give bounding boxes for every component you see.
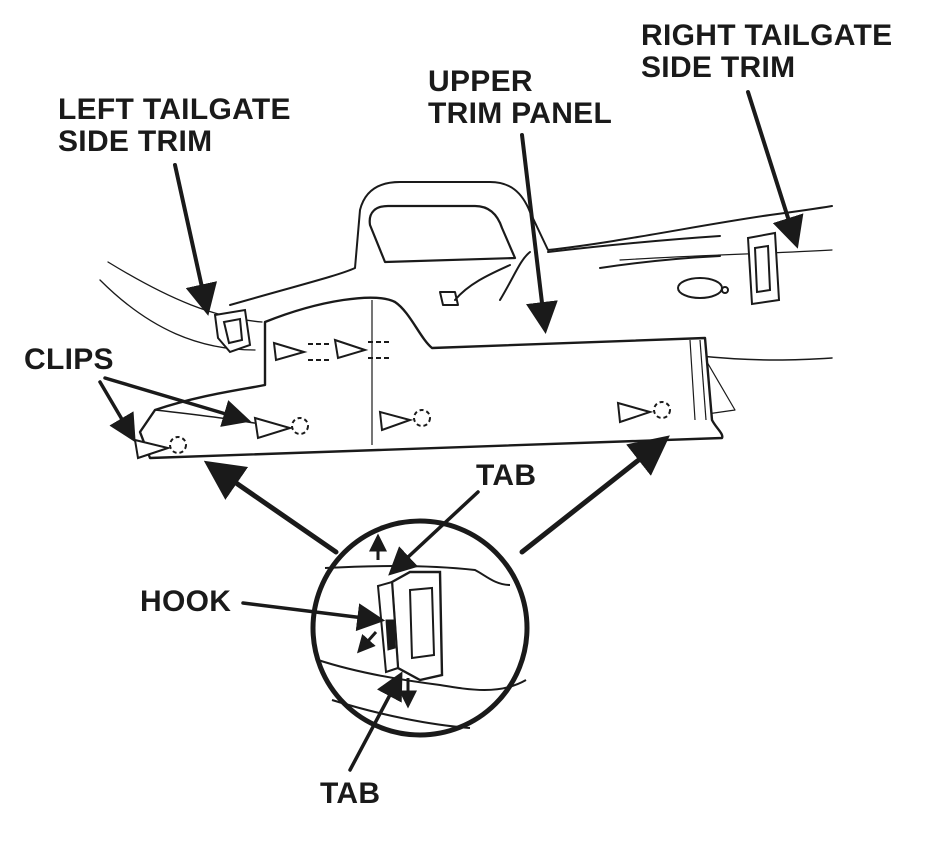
label-left-trim-line-2: SIDE TRIM: [58, 125, 213, 158]
tailgate-body: [99, 181, 833, 416]
arrow-tab-top: [388, 490, 480, 576]
label-upper-trim-panel: UPPER TRIM PANEL: [428, 66, 612, 130]
left-side-trim: [213, 308, 252, 354]
label-right-trim-line-2: SIDE TRIM: [641, 51, 796, 84]
arrow-upper-panel: [520, 133, 558, 334]
clip-2: [253, 416, 309, 440]
arrow-left-trim: [173, 163, 218, 316]
label-upper-panel-line-1: UPPER: [428, 65, 533, 98]
clip-6: [333, 338, 390, 360]
clip-4: [616, 401, 671, 424]
label-left-trim-line-1: LEFT TAILGATE: [58, 93, 291, 126]
leader-arrows: [98, 90, 804, 772]
arrow-hook: [241, 601, 386, 632]
clip-3: [378, 409, 431, 432]
clip-1: [133, 436, 187, 460]
clip-5: [272, 341, 330, 362]
label-left-tailgate-side-trim: LEFT TAILGATE SIDE TRIM: [58, 94, 291, 158]
label-right-trim-line-1: RIGHT TAILGATE: [641, 19, 893, 52]
detail-callout: [310, 518, 530, 738]
arrow-detail-left: [203, 460, 339, 555]
label-tab-top: TAB: [476, 459, 537, 492]
label-right-tailgate-side-trim: RIGHT TAILGATE SIDE TRIM: [641, 20, 892, 84]
arrow-right-trim: [746, 90, 804, 249]
arrow-detail-right: [519, 435, 670, 555]
label-tab-bottom: TAB: [320, 777, 381, 810]
arrow-clips-2: [98, 380, 136, 443]
label-upper-panel-line-2: TRIM PANEL: [428, 97, 613, 130]
arrow-clips-1: [103, 376, 252, 427]
arrow-tab-bottom: [348, 671, 403, 772]
label-hook: HOOK: [140, 585, 232, 618]
clip-markers: [133, 338, 671, 460]
right-side-trim: [677, 231, 781, 306]
label-clips: CLIPS: [24, 343, 114, 376]
